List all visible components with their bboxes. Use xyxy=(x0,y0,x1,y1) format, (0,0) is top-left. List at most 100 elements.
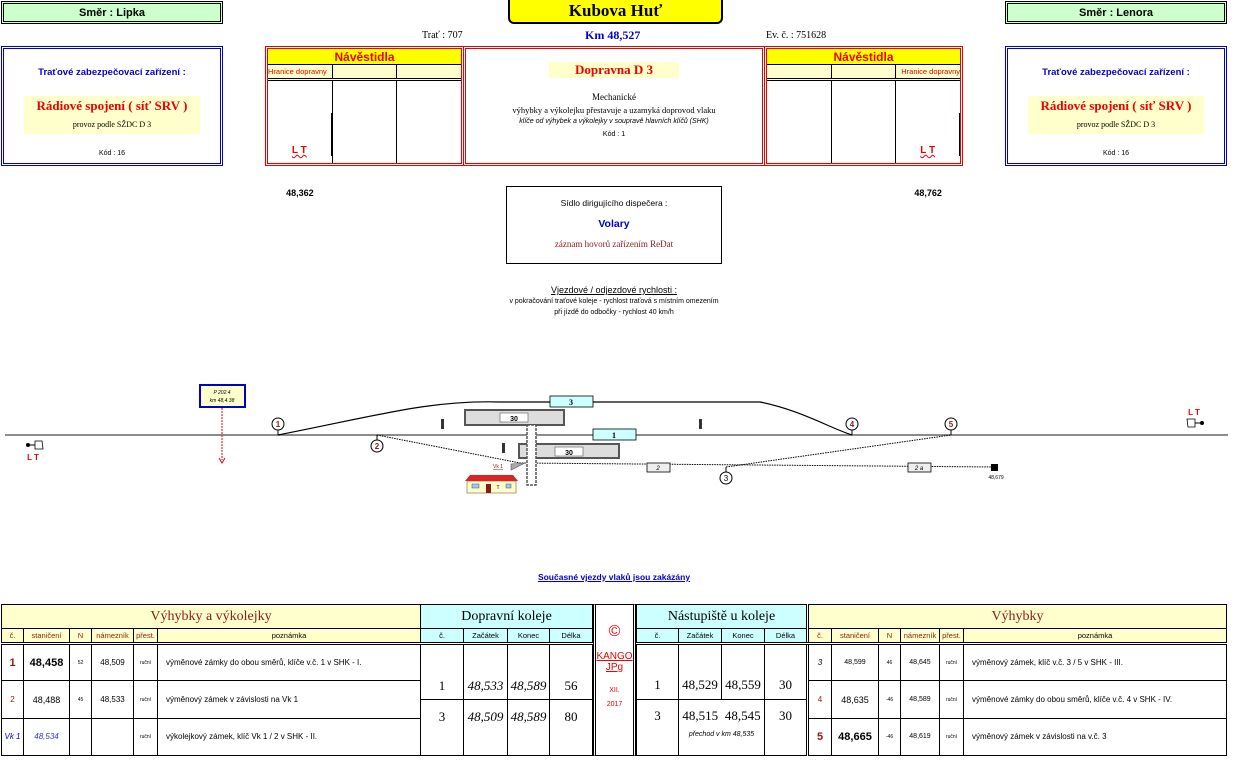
security-code: Kód : 16 xyxy=(1102,150,1130,157)
border-label: Hranice dopravny xyxy=(268,65,333,78)
registry-number: Ev. č. : 751628 xyxy=(766,30,827,41)
direction-left: Směr : Lipka xyxy=(1,1,223,24)
signal-right-icon xyxy=(1186,418,1204,428)
marker-post-icon xyxy=(502,443,505,453)
author-2: JPg xyxy=(605,662,624,673)
line-security-left: Traťové zabezpečovací zařízení : Rádiové… xyxy=(1,46,223,166)
table-title: Nástupiště u koleje xyxy=(636,604,807,629)
signal-left-icon xyxy=(26,440,44,450)
interlocking-desc: výhybky a výkolejku přestavuje a uzamyká… xyxy=(512,105,716,115)
svg-text:1: 1 xyxy=(276,420,281,429)
station-info: Dopravna D 3 Mechanické výhybky a výkole… xyxy=(463,46,765,166)
svg-text:4: 4 xyxy=(850,420,855,429)
switch-5 xyxy=(944,417,958,431)
switch-2 xyxy=(370,439,384,453)
svg-text:2: 2 xyxy=(655,466,660,472)
platform-crossing xyxy=(526,424,537,486)
dispatcher-box: Sídlo dirigujícího dispečera : Volary zá… xyxy=(506,186,722,264)
derail-icon xyxy=(510,462,526,471)
svg-text:km 48,4.38: km 48,4.38 xyxy=(210,398,235,404)
signals-left: Návěstidla Hranice dopravny L T 48,362 xyxy=(265,46,464,198)
switch-4 xyxy=(845,417,859,431)
interlocking-type: Mechanické xyxy=(592,92,636,102)
station-code: Kód : 1 xyxy=(602,131,626,138)
platform-track-3: 30 xyxy=(464,409,565,426)
signals-heading: Návěstidla xyxy=(767,49,960,65)
marker-post-icon xyxy=(699,419,702,429)
signal-km: 48,362 xyxy=(286,188,314,198)
switch-3 xyxy=(719,471,733,485)
track-1-label: 1 xyxy=(592,428,637,441)
buffer-stop-icon xyxy=(991,464,998,471)
signal-name: L T xyxy=(896,113,961,156)
table-title: Výhybky a výkolejky xyxy=(1,603,421,630)
svg-text:3: 3 xyxy=(569,398,573,407)
svg-text:1: 1 xyxy=(612,431,616,440)
track-3-line xyxy=(277,401,853,436)
svg-text:30: 30 xyxy=(565,450,573,457)
speeds-line-2: při jízdě do odbočky - rychlost 40 km/h xyxy=(554,309,674,316)
end-km: 48,679 xyxy=(988,475,1004,481)
keys-note: klíče od výhybek a výkolejky v soupravě … xyxy=(519,118,709,125)
station-km: Km 48,527 xyxy=(585,28,641,42)
security-system: Rádiové spojení ( síť SRV ) xyxy=(36,98,188,113)
security-code: Kód : 16 xyxy=(98,150,126,157)
switch-1 xyxy=(271,417,285,431)
author: KANGO xyxy=(596,651,633,662)
svg-text:P 202.4: P 202.4 xyxy=(213,390,230,396)
dispatcher-place: Volary xyxy=(598,218,630,230)
line-security-right: Traťové zabezpečovací zařízení : Rádiové… xyxy=(1005,46,1227,166)
security-rule: provoz podle SŽDC D 3 xyxy=(1076,120,1156,129)
marker-post-icon xyxy=(441,419,444,429)
signal-name: L T xyxy=(268,113,332,156)
station-title: Kubova Huť xyxy=(508,0,723,24)
security-rule: provoz podle SŽDC D 3 xyxy=(72,120,152,129)
track-2-line xyxy=(376,434,996,468)
security-system: Rádiové spojení ( síť SRV ) xyxy=(1040,98,1192,113)
signal-left-label: L T xyxy=(27,453,39,462)
speeds-info: Vjezdové / odjezdové rychlosti : v pokra… xyxy=(414,285,814,318)
track-2a-label: 2 a xyxy=(907,462,932,473)
speeds-title: Vjezdové / odjezdové rychlosti : xyxy=(550,285,678,295)
table-title: Výhybky xyxy=(807,603,1227,630)
dispatcher-label: Sídlo dirigujícího dispečera : xyxy=(560,198,668,208)
svg-text:3: 3 xyxy=(724,474,729,483)
security-heading: Traťové zabezpečovací zařízení : xyxy=(1042,67,1190,78)
copyright-column: © KANGO JPg XII. 2017 xyxy=(593,604,636,756)
security-heading: Traťové zabezpečovací zařízení : xyxy=(38,67,186,78)
derail-label: Vk 1 xyxy=(493,464,503,470)
track-2-label: 2 xyxy=(646,462,671,473)
speeds-line-1: v pokračování traťové koleje - rychlost … xyxy=(509,298,719,305)
station-type: Dopravna D 3 xyxy=(549,62,679,78)
line-number: Trať : 707 xyxy=(422,30,463,41)
svg-text:5: 5 xyxy=(949,420,954,429)
signal-right-label: L T xyxy=(1188,408,1200,417)
entry-notice: Současné vjezdy vlaků jsou zakázány xyxy=(537,572,691,582)
svg-text:T: T xyxy=(496,485,499,491)
signals-heading: Návěstidla xyxy=(268,49,461,65)
border-label: Hranice dopravny xyxy=(901,67,961,76)
svg-text:2 a: 2 a xyxy=(914,466,924,472)
month: XII. xyxy=(609,687,620,694)
call-recording: záznam hovorů zařízením ReDat xyxy=(554,239,674,249)
crossing-label: P 202.4 km 48,4.38 xyxy=(199,384,246,408)
track-3-label: 3 xyxy=(549,395,594,408)
copyright-icon: © xyxy=(608,623,621,640)
crossing-note: přechod v km 48,535 xyxy=(688,731,755,738)
